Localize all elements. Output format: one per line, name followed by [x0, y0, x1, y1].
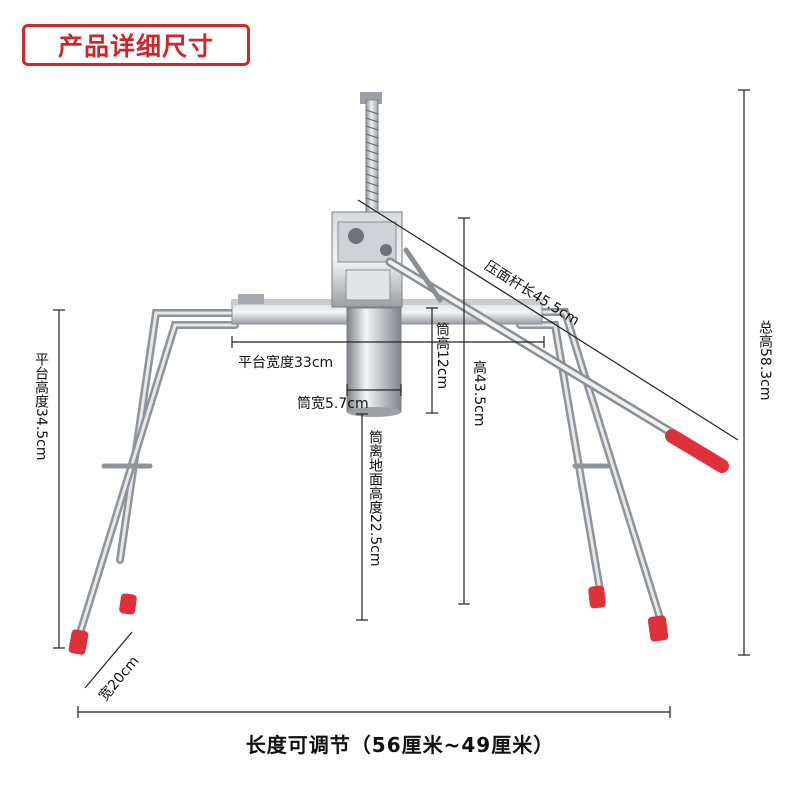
title-text: 产品详细尺寸: [57, 32, 214, 61]
total-height-label: 总高58.3cm: [757, 320, 773, 401]
adjustable-length-caption: 长度可调节（56厘米~49厘米）: [245, 733, 555, 757]
tube-height-label: 筒高12cm: [434, 322, 450, 390]
rubber-feet: [68, 585, 669, 655]
extrusion-tube: [346, 307, 402, 417]
press-lever: [385, 247, 729, 473]
dimension-lines: [53, 89, 750, 718]
threaded-rod: [360, 92, 382, 221]
tube-width-label: 筒宽5.7cm: [297, 396, 369, 412]
title-badge: 产品详细尺寸: [22, 24, 250, 66]
platform-height-label: 平台高度34.5cm: [33, 352, 49, 461]
height-label: 高43.5cm: [471, 360, 487, 427]
tube-to-ground-label: 筒离地面高度22.5cm: [367, 430, 383, 567]
platform-width-label: 平台宽度33cm: [238, 355, 334, 371]
